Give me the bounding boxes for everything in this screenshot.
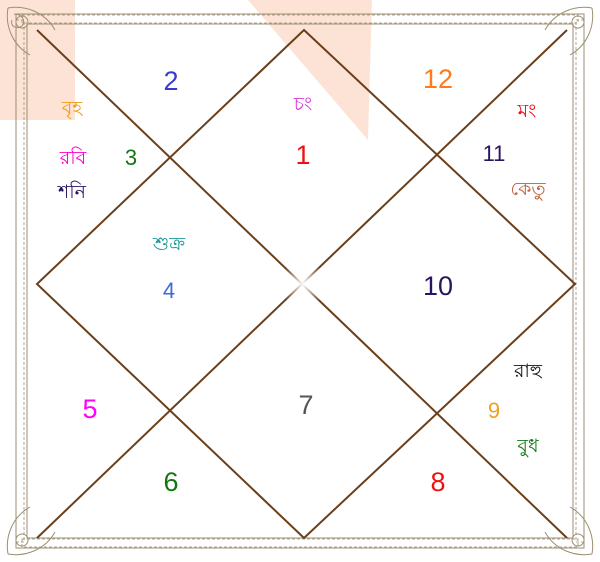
house-number-12: 12 [423, 64, 453, 94]
planet-label: শুক্র [152, 233, 186, 255]
planet-label: মং [517, 100, 537, 122]
house-number-10: 10 [423, 271, 453, 301]
planet-label: কেতু [510, 178, 546, 201]
center-glow [278, 262, 330, 306]
planet-label: বৃহ [61, 97, 84, 119]
house-number-1: 1 [295, 140, 310, 170]
house-number-8: 8 [430, 467, 445, 497]
house-number-9: 9 [488, 398, 500, 423]
house-number-4: 4 [163, 278, 175, 303]
watermark [0, 0, 372, 140]
planet-label: রবি [59, 147, 87, 169]
house-number-3: 3 [125, 145, 137, 170]
house-number-5: 5 [82, 394, 97, 424]
house-number-2: 2 [163, 66, 178, 96]
house-number-6: 6 [163, 467, 178, 497]
planet-label: শনি [57, 181, 87, 203]
planet-label: রাহু [513, 360, 543, 382]
house-number-7: 7 [298, 390, 313, 420]
planet-label: চং [293, 93, 312, 115]
planet-label: বুধ [516, 435, 539, 457]
house-number-11: 11 [483, 141, 506, 166]
